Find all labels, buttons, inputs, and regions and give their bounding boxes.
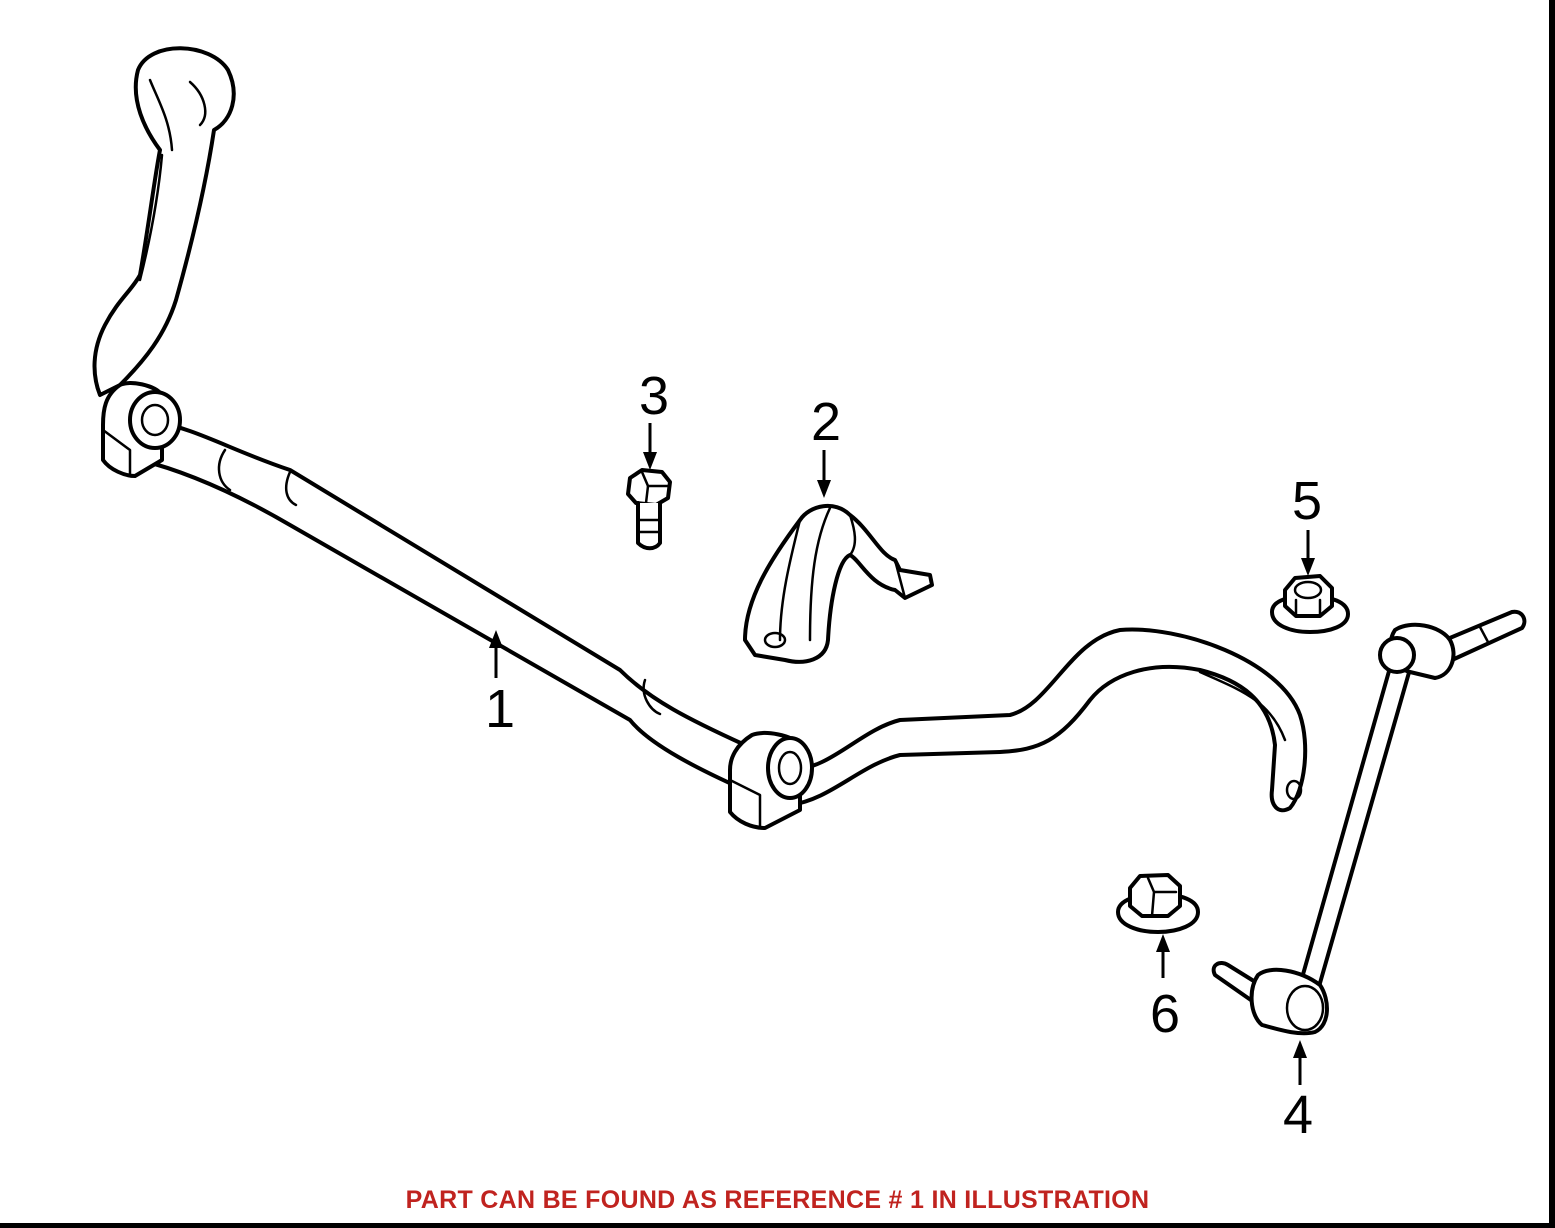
- callout-1: 1: [485, 679, 515, 739]
- callout-2: 2: [811, 392, 841, 452]
- right-rule: [1549, 0, 1555, 1228]
- callout-3: 3: [639, 366, 669, 426]
- callout-6: 6: [1150, 984, 1180, 1044]
- reference-caption: PART CAN BE FOUND AS REFERENCE # 1 IN IL…: [405, 1186, 1150, 1214]
- bushing-bolt: [626, 468, 672, 551]
- bar-bushing: [743, 503, 934, 664]
- stabilizer-bar: [92, 46, 1308, 830]
- link-nut-upper: [1270, 574, 1350, 634]
- callout-5: 5: [1292, 471, 1322, 531]
- link-nut-lower: [1116, 873, 1200, 934]
- bottom-rule: [0, 1223, 1555, 1228]
- callout-4: 4: [1283, 1085, 1313, 1145]
- stabilizer-link: [1211, 609, 1527, 1036]
- callout-arrows: [489, 423, 1315, 1085]
